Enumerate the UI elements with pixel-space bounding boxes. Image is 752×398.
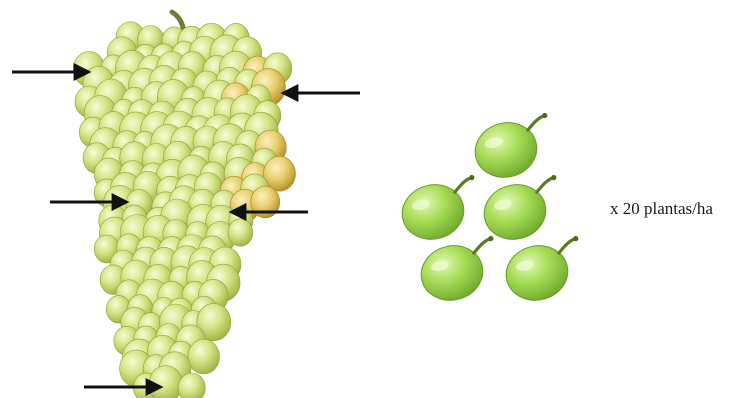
grape-bunch-image <box>73 12 295 398</box>
grape-berry-icon <box>415 235 505 307</box>
grape <box>188 339 220 374</box>
grape-berry-group <box>396 112 590 307</box>
grape-berry-icon <box>396 174 486 246</box>
plants-per-hectare-label: x 20 plantas/ha <box>610 199 713 219</box>
grape-berry-icon <box>500 235 590 307</box>
grape-berry-icon <box>469 112 559 184</box>
grape <box>228 219 253 246</box>
grape-berry-icon <box>478 174 568 246</box>
grape <box>149 366 182 398</box>
